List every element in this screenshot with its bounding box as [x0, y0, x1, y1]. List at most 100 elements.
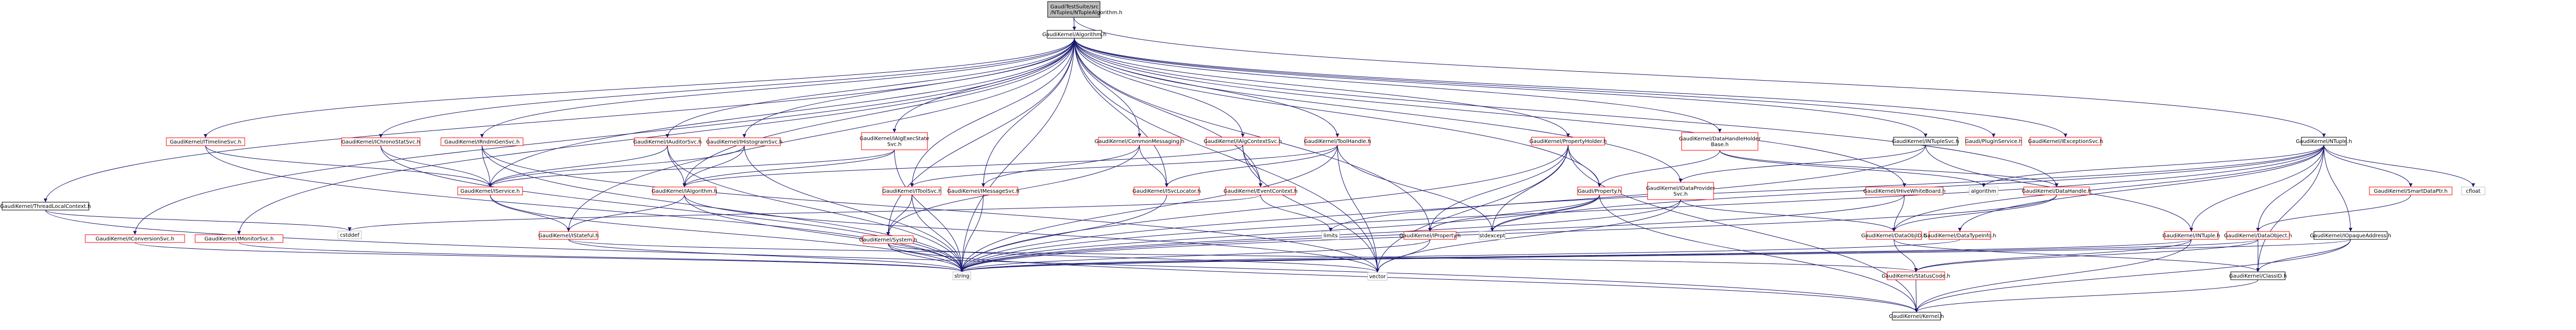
edge-iauditor-to-ialgorithm: [667, 145, 686, 188]
edge-threadlocal-to-cstddef: [45, 210, 351, 232]
node-threadlocal[interactable]: GaudiKernel/ThreadLocalContext.h: [0, 202, 91, 211]
node-label: GaudiKernel/DataObjID.h: [1861, 233, 1926, 239]
node-statuscode[interactable]: GaudiKernel/StatusCode.h: [1881, 271, 1950, 280]
node-label: stdexcept: [1479, 233, 1505, 239]
edge-algorithm_h-to-imessagesvc: [981, 38, 1075, 188]
node-itimeline[interactable]: GaudiKernel/ITimelineSvc.h: [166, 137, 245, 146]
edge-algorithm_h-to-pluginsvc: [1074, 38, 1995, 138]
node-box: [1531, 137, 1605, 146]
node-box: [1969, 186, 1999, 195]
node-box: [2164, 231, 2219, 240]
node-iopaque[interactable]: GaudiKernel/IOpaqueAddress.h: [2310, 231, 2391, 240]
edge-ialgorithm-to-vector: [684, 194, 1379, 273]
edge-imessagesvc-to-string: [960, 194, 984, 272]
node-ntuple_h[interactable]: GaudiKernel/NTuple.h: [2296, 137, 2352, 146]
node-box: [1479, 231, 1506, 240]
node-algorithm_h[interactable]: GaudiKernel/Algorithm.h: [1042, 30, 1107, 39]
node-iconversion[interactable]: GaudiKernel/IConversionSvc.h: [85, 234, 185, 243]
edge-irndm-to-vector: [482, 145, 1379, 273]
edge-eventctx-to-limits: [1260, 194, 1333, 232]
node-propholder[interactable]: GaudiKernel/PropertyHolder.h: [1529, 137, 1607, 146]
node-kernel[interactable]: GaudiKernel/Kernel.h: [1889, 312, 1944, 321]
node-istateful[interactable]: GaudiKernel/IStateful.h: [538, 231, 599, 240]
node-label: GaudiKernel/IOpaqueAddress.h: [2310, 233, 2391, 239]
node-box: [1133, 186, 1200, 195]
edge-propholder-to-vector: [1376, 145, 1569, 273]
node-smartdataptr[interactable]: GaudiKernel/SmartDataPtr.h: [2369, 186, 2453, 195]
node-isvclocator[interactable]: GaudiKernel/ISvcLocator.h: [1132, 186, 1201, 195]
node-intuplesvc[interactable]: GaudiKernel/INTupleSvc.h: [1892, 137, 1959, 146]
node-label: GaudiKernel/IMessageSvc.h: [947, 189, 1019, 194]
edge-algorithm_h-to-iexception: [1074, 38, 2068, 138]
node-imessagesvc[interactable]: GaudiKernel/IMessageSvc.h: [947, 186, 1019, 195]
node-property[interactable]: Gaudi/Property.h: [1577, 186, 1622, 195]
node-ihivewb[interactable]: GaudiKernel/IHiveWhiteBoard.h: [1863, 186, 1946, 195]
node-eventctx[interactable]: GaudiKernel/EventContext.h: [1223, 186, 1298, 195]
edge-ntuple_h-to-dataobject: [2256, 145, 2324, 232]
node-classid[interactable]: GaudiKernel/ClassID.h: [2229, 271, 2287, 280]
node-ichrono[interactable]: GaudiKernel/IChronoStatSvc.h: [341, 137, 421, 146]
node-box: [1047, 30, 1102, 39]
node-system[interactable]: GaudiKernel/System.h: [859, 235, 917, 244]
node-box: [2023, 186, 2090, 195]
node-pluginsvc[interactable]: Gaudi/PluginService.h: [1965, 137, 2023, 146]
node-ialgctx[interactable]: GaudiKernel/IAlgContextSvc.h: [1204, 137, 1282, 146]
node-ihisto[interactable]: GaudiKernel/IHistogramSvc.h: [706, 137, 782, 146]
edge-irndm-to-string: [482, 145, 964, 272]
edge-algorithm_h-to-propholder: [1074, 38, 1570, 138]
node-label: GaudiTestSuite/src: [1050, 4, 1099, 10]
node-iexception[interactable]: GaudiKernel/IExceptionSvc.h: [2028, 137, 2103, 146]
node-dataobjid[interactable]: GaudiKernel/DataObjID.h: [1861, 231, 1927, 240]
edge-smartdataptr-to-dataobject: [2256, 194, 2411, 232]
node-datatypeinfo[interactable]: GaudiKernel/DataTypeInfo.h: [1923, 231, 1996, 240]
node-datahandle[interactable]: GaudiKernel/DataHandle.h: [2022, 186, 2092, 195]
edge-ntuple_h-to-dataobjid: [1892, 145, 2324, 232]
node-imonitor[interactable]: GaudiKernel/IMonitorSvc.h: [195, 234, 283, 243]
node-root[interactable]: GaudiTestSuite/src/NTuples/NTupleAlgorit…: [1047, 1, 1122, 18]
edge-isvclocator-to-string: [960, 194, 1167, 272]
edge-ialgorithm-to-istateful: [566, 194, 685, 232]
node-box: [2461, 186, 2486, 195]
edge-layer: [43, 17, 2475, 313]
node-box: [1892, 312, 1941, 321]
node-layer: GaudiTestSuite/src/NTuples/NTupleAlgorit…: [0, 1, 2486, 321]
node-label: vector: [1369, 274, 1387, 280]
node-label: GaudiKernel/StatusCode.h: [1881, 273, 1950, 279]
edge-algorithm_h-to-threadlocal: [43, 38, 1075, 203]
node-commonmsg[interactable]: GaudiKernel/CommonMessaging.h: [1095, 137, 1185, 146]
node-box: [1647, 182, 1714, 200]
node-toolhandle[interactable]: GaudiKernel/ToolHandle.h: [1304, 137, 1371, 146]
edge-ichrono-to-string: [380, 145, 964, 272]
node-label: GaudiKernel/IStateful.h: [538, 233, 599, 239]
node-label: GaudiKernel/DataTypeInfo.h: [1923, 233, 1996, 239]
edge-propholder-to-property: [1568, 145, 1602, 188]
node-intuple[interactable]: GaudiKernel/INTuple.h: [2162, 231, 2220, 240]
edge-intuple-to-string: [960, 239, 2192, 272]
edge-iservice-to-istateful: [490, 194, 571, 232]
node-label: Gaudi/PluginService.h: [1965, 139, 2023, 145]
node-irndm[interactable]: GaudiKernel/IRndmGenSvc.h: [440, 137, 524, 146]
node-label: GaudiKernel/IService.h: [460, 189, 520, 194]
edge-algorithm_h-to-itimeline: [203, 38, 1075, 138]
node-box: [652, 186, 717, 195]
node-box: [341, 137, 421, 146]
edge-iopaque-to-classid: [2256, 239, 2351, 272]
node-box: [708, 137, 781, 146]
node-label: GaudiKernel/CommonMessaging.h: [1095, 139, 1185, 145]
edge-algorithm_h-to-intuplesvc: [1074, 38, 1927, 138]
node-label: GaudiKernel/DataHandle.h: [2022, 189, 2092, 194]
node-ialgorithm[interactable]: GaudiKernel/IAlgorithm.h: [652, 186, 718, 195]
node-dataobject[interactable]: GaudiKernel/DataObject.h: [2224, 231, 2292, 240]
node-itoolsvc[interactable]: GaudiKernel/IToolSvc.h: [882, 186, 942, 195]
edge-ntuple_h-to-classid: [2256, 145, 2324, 272]
node-iproperty[interactable]: GaudiKernel/IProperty.h: [1399, 231, 1461, 240]
node-box: [1577, 186, 1622, 195]
node-box: [952, 271, 971, 280]
edge-commonmsg-to-isvclocator: [1139, 145, 1168, 188]
node-iservice[interactable]: GaudiKernel/IService.h: [457, 186, 523, 195]
node-iauditor[interactable]: GaudiKernel/IAuditorSvc.h: [633, 137, 702, 146]
